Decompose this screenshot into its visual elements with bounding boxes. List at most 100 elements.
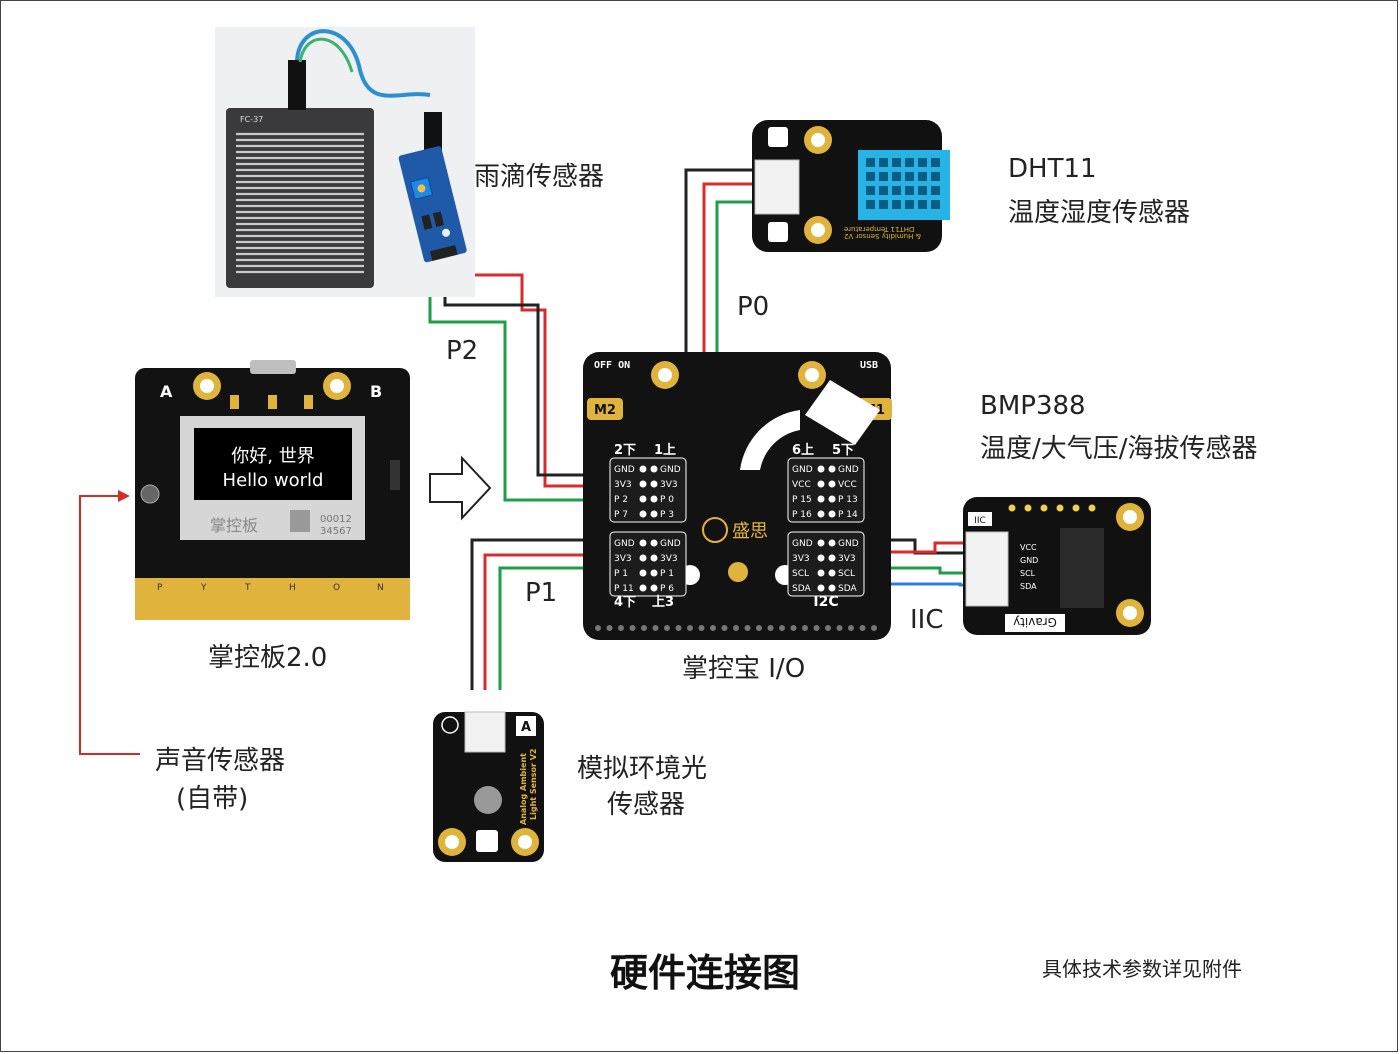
bmp-header-dot [1088,504,1096,512]
oled-text-line1: 你好, 世界 [231,446,314,467]
bmp-connector [965,531,1009,607]
dht-vent-slot [905,158,914,167]
label-light-line2: 传感器 [607,790,686,820]
dht-vent-slot [892,186,901,195]
oled-screen [194,428,352,500]
io-pin-hole [639,569,647,577]
io-pin-hole [817,495,825,503]
dht-vent-slot [866,200,875,209]
io-edge-pin [767,625,774,631]
rain-board-label: FC-37 [240,115,263,124]
io-edge-pin [629,625,636,631]
io-edge-pin [618,625,624,631]
io-pin-hole [828,584,836,592]
io-edge-pin [652,625,659,631]
light-silk-2: Light Sensor V2 [529,749,538,821]
io-pin-label-i2c: 3V3 [838,554,856,564]
btn-a-label: A [160,382,173,401]
io-pin-label-left-upper: P 7 [614,510,628,520]
io-pin-label-left-upper: GND [660,465,681,475]
bmp-header-dot [1040,504,1048,512]
io-pin-label-left-lower: P 1 [614,569,628,579]
io-edge-pin [859,625,866,631]
io-pin-label-right-upper: P 16 [792,510,812,520]
python-letter: O [333,583,340,593]
io-port-number: 6上 [792,443,814,458]
io-edge-pin [721,625,728,631]
io-pin-hole [817,510,825,518]
dht-vent-slot [879,186,888,195]
io-pin-hole [650,495,658,503]
label-mainboard: 掌控板2.0 [208,643,328,673]
io-i2c-label: I2C [813,594,838,610]
light-a: A [521,720,531,735]
io-pin-label-i2c: SDA [792,584,811,594]
label-sound-line2: (自带) [176,784,249,814]
io-pin-label-left-lower: 3V3 [660,554,678,564]
io-edge-pin [687,625,693,631]
oled-text-line2: Hello world [223,470,324,491]
bmp-header-dot [1024,504,1032,512]
dht-vent-slot [866,158,875,167]
dht-vent-slot [931,186,940,195]
io-pin-hole [828,539,836,547]
io-pin-label-right-upper: VCC [792,480,811,490]
io-pin-hole [650,510,658,518]
io-pin-hole [817,569,825,577]
dht-vent-slot [918,172,927,181]
io-pin-label-right-upper: P 15 [792,495,812,505]
io-pin-hole [828,554,836,562]
io-pin-hole [650,584,658,592]
io-pin-label-left-upper: 3V3 [660,480,678,490]
label-dht11-line2: 温度湿度传感器 [1008,198,1191,228]
io-pin-label-i2c: GND [838,539,859,549]
io-pin-hole [650,554,658,562]
dht-vent-slot [918,158,927,167]
io-pin-hole [650,465,658,473]
io-pin-label-i2c: GND [792,539,813,549]
io-pin-hole [639,465,647,473]
dht-vent-slot [905,200,914,209]
bmp-header-dot [1072,504,1080,512]
io-edge-pin [595,625,601,631]
io-pin-hole [817,584,825,592]
io-pin-label-right-upper: VCC [838,480,857,490]
light-sensor-board: A Analog Ambient Light Sensor V2 [433,711,544,862]
io-edge-pin [790,625,797,631]
io-edge-pin [802,625,808,631]
io-pin-hole [639,539,647,547]
dht-vent-slot [892,172,901,181]
wire-bmp-green [860,566,970,575]
label-sound-line1: 声音传感器 [155,746,286,776]
dht-vent-slot [866,186,875,195]
io-pin-hole [817,539,825,547]
mainboard-serial-1: 00012 [320,514,352,525]
io-edge-pin [848,625,854,631]
io-pin-label-left-lower: GND [660,539,681,549]
io-pin-label-i2c: SCL [792,569,809,579]
page-title: 硬件连接图 [610,951,801,995]
io-pin-label-i2c: SDA [838,584,857,594]
bmp-pin-label: SCL [1020,569,1036,578]
io-port-number: 1上 [654,443,676,458]
label-dht11-line1: DHT11 [1008,154,1097,184]
microphone-icon [140,484,160,504]
label-light-line1: 模拟环境光 [577,754,708,784]
python-letter: N [377,583,384,593]
io-pin-hole [817,554,825,562]
io-edge-pin [710,625,716,631]
io-pin-label-right-upper: GND [792,465,813,475]
io-pin-hole [639,584,647,592]
io-pin-hole [639,510,647,518]
io-pin-label-right-upper: P 13 [838,495,858,505]
io-pin-label-left-lower: P 6 [660,584,674,594]
label-io-board: 掌控宝 I/O [682,654,806,684]
io-pin-hole [639,495,647,503]
io-pin-hole [828,495,836,503]
io-pin-label-left-upper: P 3 [660,510,674,520]
io-pin-label-right-upper: GND [838,465,859,475]
io-pin-label-left-lower: GND [614,539,635,549]
io-brand: 盛思 [732,521,768,542]
dht-vent-slot [879,172,888,181]
